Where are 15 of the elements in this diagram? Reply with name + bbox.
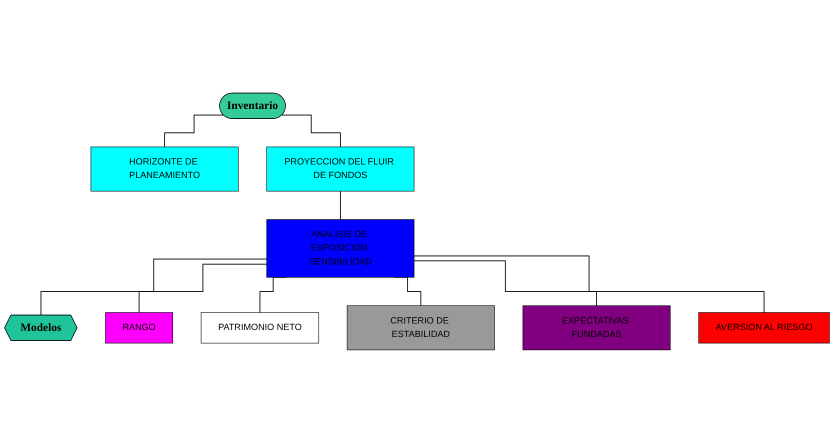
node-box: PATRIMONIO NETO <box>200 312 320 344</box>
node-box: RANGO <box>105 312 174 344</box>
connector <box>282 114 341 148</box>
connector <box>40 258 268 316</box>
node-box: HORIZONTE DE PLANEAMIENTO <box>90 146 239 192</box>
connector <box>340 190 341 220</box>
node-box: ANALISIS DE EXPOSICION SENSIBILIDAD <box>266 219 414 278</box>
connector <box>164 114 224 148</box>
node-box: AVERSION AL RIESGO <box>698 312 830 344</box>
connector <box>414 256 764 313</box>
node-box: EXPECTATIVAS FUNDADAS <box>522 305 671 350</box>
connector <box>138 264 268 313</box>
node-box: PROYECCION DEL FLUIR DE FONDOS <box>266 146 414 192</box>
connector <box>414 260 598 306</box>
node-box: CRITERIO DE ESTABILIDAD <box>346 305 495 350</box>
